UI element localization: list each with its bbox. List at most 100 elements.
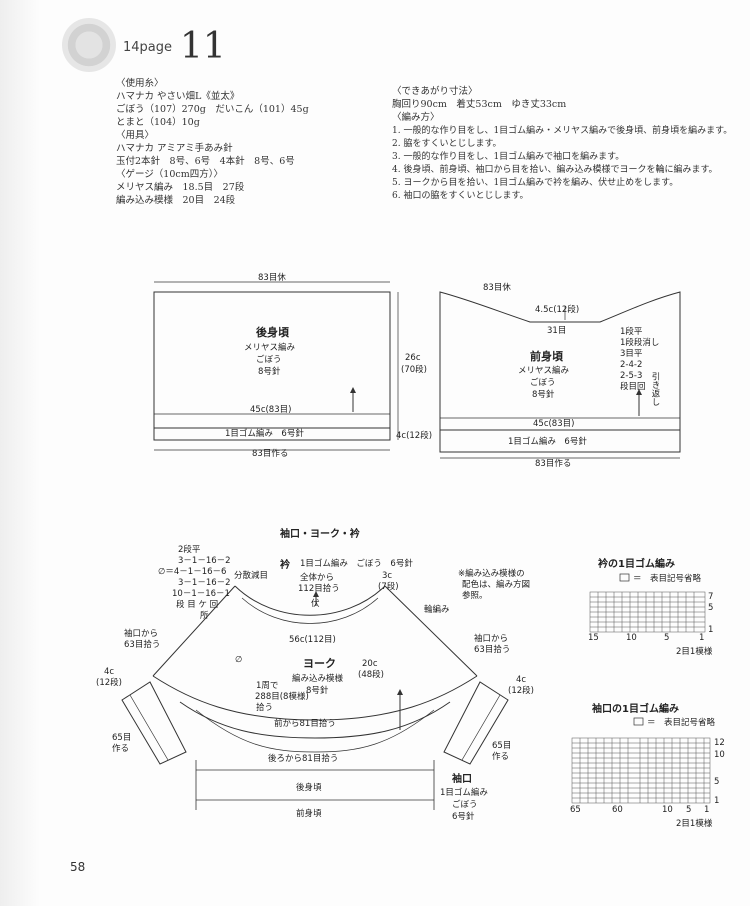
decrease-symbol: ∅ xyxy=(235,655,242,665)
chart-col-number: 10 xyxy=(626,633,637,643)
back-body-label: 後身頃 xyxy=(296,782,322,793)
bind-off-label: 伏 xyxy=(311,598,320,609)
front-decrease-row: 段目回 xyxy=(620,381,646,392)
collar-chart-title: 衿の1目ゴム編み xyxy=(598,557,675,570)
cuff-pick-left: 63目拾う xyxy=(124,639,160,650)
round-pick: 288目(8模様) xyxy=(255,691,309,702)
cuff-pick-right: 袖口から xyxy=(474,633,508,644)
decrease-row: 段 目 ケ 回 xyxy=(176,599,218,610)
decrease-row: 3－1－16－2 xyxy=(178,578,231,588)
colorwork-note: ※編み込み模様の xyxy=(458,568,525,579)
pick-back-label: 後ろから81目拾う xyxy=(268,753,338,764)
chart-row-number: 10 xyxy=(714,750,725,760)
decrease-row: 2段平 xyxy=(178,544,201,555)
body-height-rows: (70段) xyxy=(401,364,427,375)
back-cast-on: 83目作る xyxy=(252,448,288,459)
materials-line: ごぼう（107）270g だいこん（101）45g xyxy=(116,104,309,115)
collar-pick: 112目拾う xyxy=(298,583,340,594)
chart-col-number: 1 xyxy=(704,805,709,815)
cuff-rib-chart-grid xyxy=(571,737,711,804)
back-body-diagram xyxy=(153,281,399,451)
materials-line: 〈使用糸〉 xyxy=(116,78,164,89)
collar-pick: 全体から xyxy=(300,572,334,583)
page-number: 58 xyxy=(70,860,86,874)
decrease-row: 所 xyxy=(200,610,209,621)
front-body-diagram xyxy=(439,291,681,459)
method-step: 6. 袖口の脇をすくいとじします。 xyxy=(392,191,529,201)
round-pick: 拾う xyxy=(256,702,273,713)
front-title: 前身頃 xyxy=(530,349,564,363)
cuff-height-left: (12段) xyxy=(96,677,122,688)
back-width: 45c(83目) xyxy=(250,405,291,415)
method-heading: 〈編み方〉 xyxy=(392,112,440,123)
cuff-chart-legend: ＝ 表目記号省略 xyxy=(647,717,716,728)
cuff-cast-left: 65目 xyxy=(112,733,131,743)
round-pick: 1周で xyxy=(256,681,278,691)
back-needle: 8号針 xyxy=(258,366,281,377)
decrease-row: ∅＝4－1－16－6 xyxy=(158,567,226,577)
finished-size: 胸回り90cm 着丈53cm ゆき丈33cm xyxy=(392,99,567,110)
cuff-cast-right: 作る xyxy=(492,751,509,762)
chart-row-number: 5 xyxy=(708,603,713,613)
cuff-needle: 6号針 xyxy=(452,811,475,822)
front-decrease-row: 1段段消し xyxy=(620,337,659,348)
chart-col-number: 60 xyxy=(612,805,623,815)
yoke-title: ヨーク xyxy=(303,657,336,670)
cuff-cast-right: 65目 xyxy=(492,741,511,751)
yoke-stitch: 編み込み模様 xyxy=(292,673,344,684)
cuff-pick-left: 袖口から xyxy=(124,628,158,639)
cuff-title: 袖口 xyxy=(451,772,472,785)
chart-col-number: 1 xyxy=(699,633,704,643)
yoke-heading: 袖口・ヨーク・衿 xyxy=(279,527,360,540)
body-height: 26c xyxy=(405,353,421,363)
cuff-color: ごぼう xyxy=(452,799,478,810)
front-stitch: メリヤス編み xyxy=(518,365,570,376)
cuff-cast-left: 作る xyxy=(112,743,129,754)
front-needle: 8号針 xyxy=(532,389,555,400)
front-body-label: 前身頃 xyxy=(296,808,322,819)
back-top-label: 83目休 xyxy=(258,272,286,283)
method-step: 2. 脇をすくいとじします。 xyxy=(392,139,502,149)
rib-height: 4c(12段) xyxy=(396,430,432,441)
chart-row-number: 12 xyxy=(714,738,725,748)
chart-row-number: 1 xyxy=(708,625,713,635)
cuff-chart-repeat: 2目1模様 xyxy=(676,818,713,829)
chart-row-number: 7 xyxy=(708,592,713,602)
front-decrease-row: 2-4-2 xyxy=(620,360,642,370)
chart-col-number: 10 xyxy=(662,805,673,815)
cuff-stitch: 1目ゴム編み xyxy=(440,787,488,798)
cuff-height-right: 4c xyxy=(516,675,526,685)
collar-label: 衿 xyxy=(280,558,290,571)
collar-height: 3c xyxy=(382,571,392,581)
chart-col-number: 65 xyxy=(570,805,581,815)
finished-size-heading: 〈できあがり寸法〉 xyxy=(392,86,478,97)
decrease-label: 分散減目 xyxy=(234,570,268,581)
decrease-row: 3－1－16－2 xyxy=(178,556,231,566)
back-rib: 1目ゴム編み 6号針 xyxy=(225,428,304,439)
materials-line: とまと（104）10g xyxy=(116,117,200,128)
materials-line: 〈用具〉 xyxy=(116,130,155,141)
front-decrease-row: 1段平 xyxy=(620,326,643,337)
back-stitch: メリヤス編み xyxy=(244,342,296,353)
materials-line: 編み込み模様 20目 24段 xyxy=(116,195,236,206)
materials-line: ハマナカ やさい畑L《並太》 xyxy=(116,91,240,102)
front-neck-depth: 4.5c(12段) xyxy=(535,304,579,315)
back-color: ごぼう xyxy=(256,354,282,365)
decrease-row: 10－1－16－1 xyxy=(172,589,230,599)
colorwork-note: 参照。 xyxy=(462,590,488,601)
chart-col-number: 5 xyxy=(664,633,669,643)
collar-chart-legend: ＝ 表目記号省略 xyxy=(633,573,702,584)
collar-info: 1目ゴム編み ごぼう 6号針 xyxy=(300,558,413,569)
back-title: 後身頃 xyxy=(256,325,290,339)
pick-front-label: 前から81目拾う xyxy=(274,718,336,729)
materials-line: 〈ゲージ（10cm四方）〉 xyxy=(116,169,223,180)
yoke-needle: 8号針 xyxy=(306,685,329,696)
materials-line: メリヤス編み 18.5目 27段 xyxy=(116,182,245,193)
materials-line: ハマナカ アミアミ手あみ針 xyxy=(116,143,233,154)
collar-height: (7段) xyxy=(378,581,399,592)
lace-emblem-icon xyxy=(62,18,116,72)
yoke-depth: 20c xyxy=(362,659,378,669)
page-spine-shadow xyxy=(0,0,40,906)
